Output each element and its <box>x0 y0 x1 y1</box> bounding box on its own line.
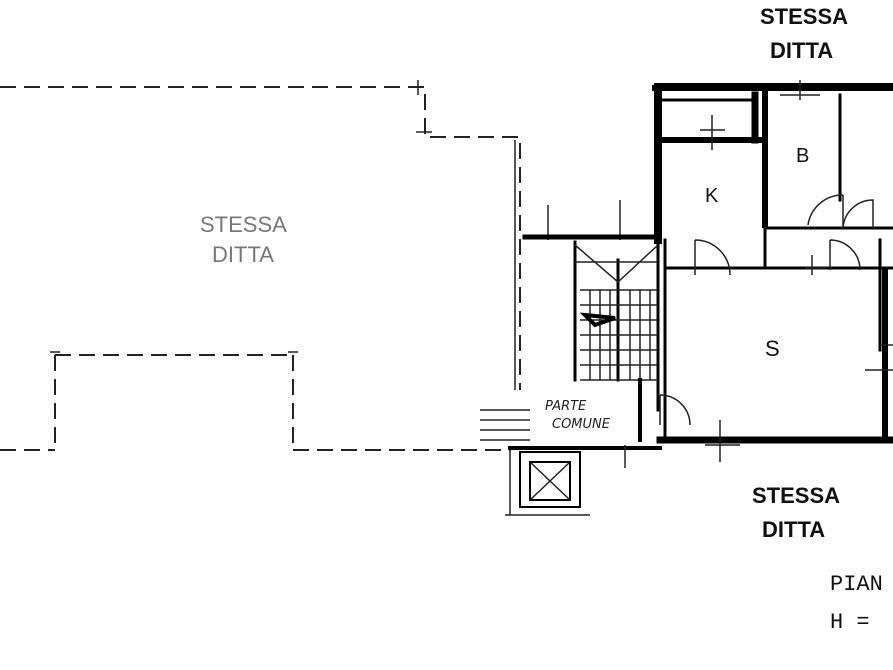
bottom-company-line2: DITTA <box>762 517 825 542</box>
stair-side-lines <box>480 140 621 441</box>
apartment-walls <box>652 83 893 444</box>
room-label-k: K <box>705 185 719 207</box>
room-label-b: B <box>796 145 809 167</box>
common-part-line1: PARTE <box>545 399 587 414</box>
top-company-line1: STESSA <box>760 4 848 29</box>
top-company-line2: DITTA <box>770 38 833 63</box>
bottom-company-line1: STESSA <box>752 483 840 508</box>
shaft-box <box>505 450 590 516</box>
dimension-ticks <box>624 80 893 468</box>
room-label-s: S <box>765 336 780 361</box>
common-part-line2: COMUNE <box>552 417 611 432</box>
left-unit-boundary <box>0 80 521 451</box>
left-company-line1: STESSA <box>200 212 287 237</box>
door-swings <box>659 194 874 426</box>
left-company-line2: DITTA <box>212 242 274 267</box>
plan-title: PIAN <box>830 572 883 597</box>
stairwell <box>508 234 662 450</box>
height-label: H = <box>830 610 870 635</box>
